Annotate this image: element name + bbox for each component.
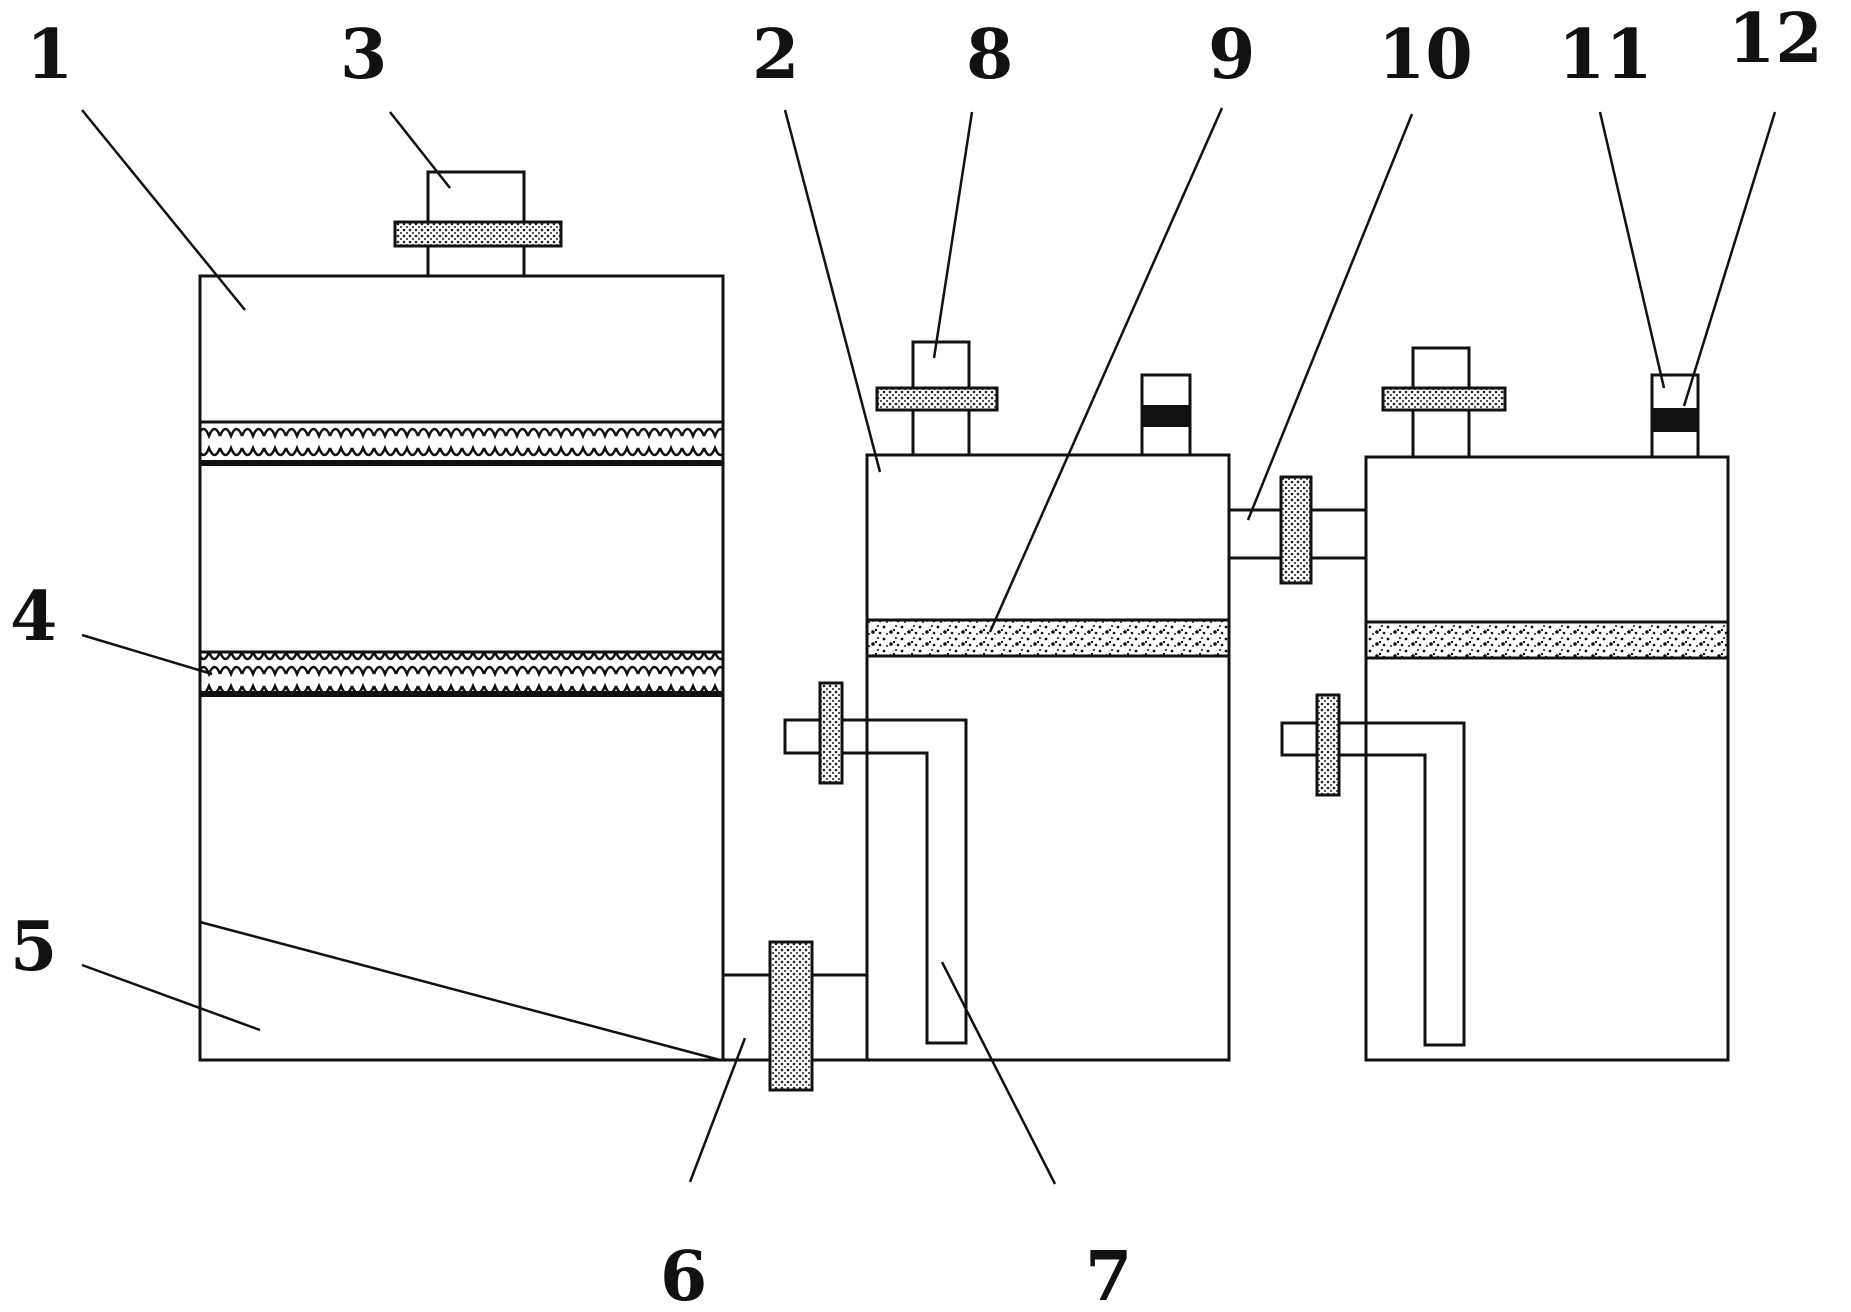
tank-2-filter-layer [865,618,1231,658]
leader-10 [1246,113,1414,521]
label-5: 5 [10,907,57,987]
tank-2-inlet-pipe [783,718,968,1045]
leader-1 [81,109,246,311]
connector-valve [768,940,814,1092]
label-6: 6 [660,1237,707,1312]
leader-9 [988,107,1224,633]
leader-5 [81,963,261,1032]
label-2: 2 [752,15,799,95]
leader-3 [389,111,451,189]
tank-3-inlet-pipe [1280,721,1466,1047]
label-3: 3 [340,15,387,95]
tank-2-body [865,453,1231,1062]
label-11: 11 [1558,15,1653,95]
label-12: 12 [1728,0,1823,79]
label-8: 8 [966,15,1013,95]
label-9: 9 [1208,15,1255,95]
leader-6 [688,1037,747,1183]
mesh-layer-upper [198,420,725,466]
tank-1-top-flange [393,220,563,248]
leader-4 [81,633,213,676]
leader-12 [1682,111,1777,407]
tank-2-small-valve-band [1142,405,1190,427]
tank-2-top-flange [875,386,999,412]
label-10: 10 [1378,15,1473,95]
mesh-layer-lower [198,650,725,696]
tank-2-inlet-flange [818,681,844,785]
leader-8 [932,111,974,359]
tank-3-top-flange [1381,386,1507,412]
label-7: 7 [1085,1237,1132,1312]
label-1: 1 [26,15,73,95]
tank-3-small-valve-band [1652,408,1698,432]
tank-3-body [1364,455,1730,1062]
tank-3-inlet-flange [1315,693,1341,797]
label-4: 4 [10,577,57,657]
connector-upper-flange [1279,475,1313,585]
leader-2 [783,109,882,473]
leader-5b [199,920,721,1062]
leader-7 [940,961,1057,1185]
leader-11 [1598,111,1666,389]
tank-3-filter-layer [1364,620,1730,660]
